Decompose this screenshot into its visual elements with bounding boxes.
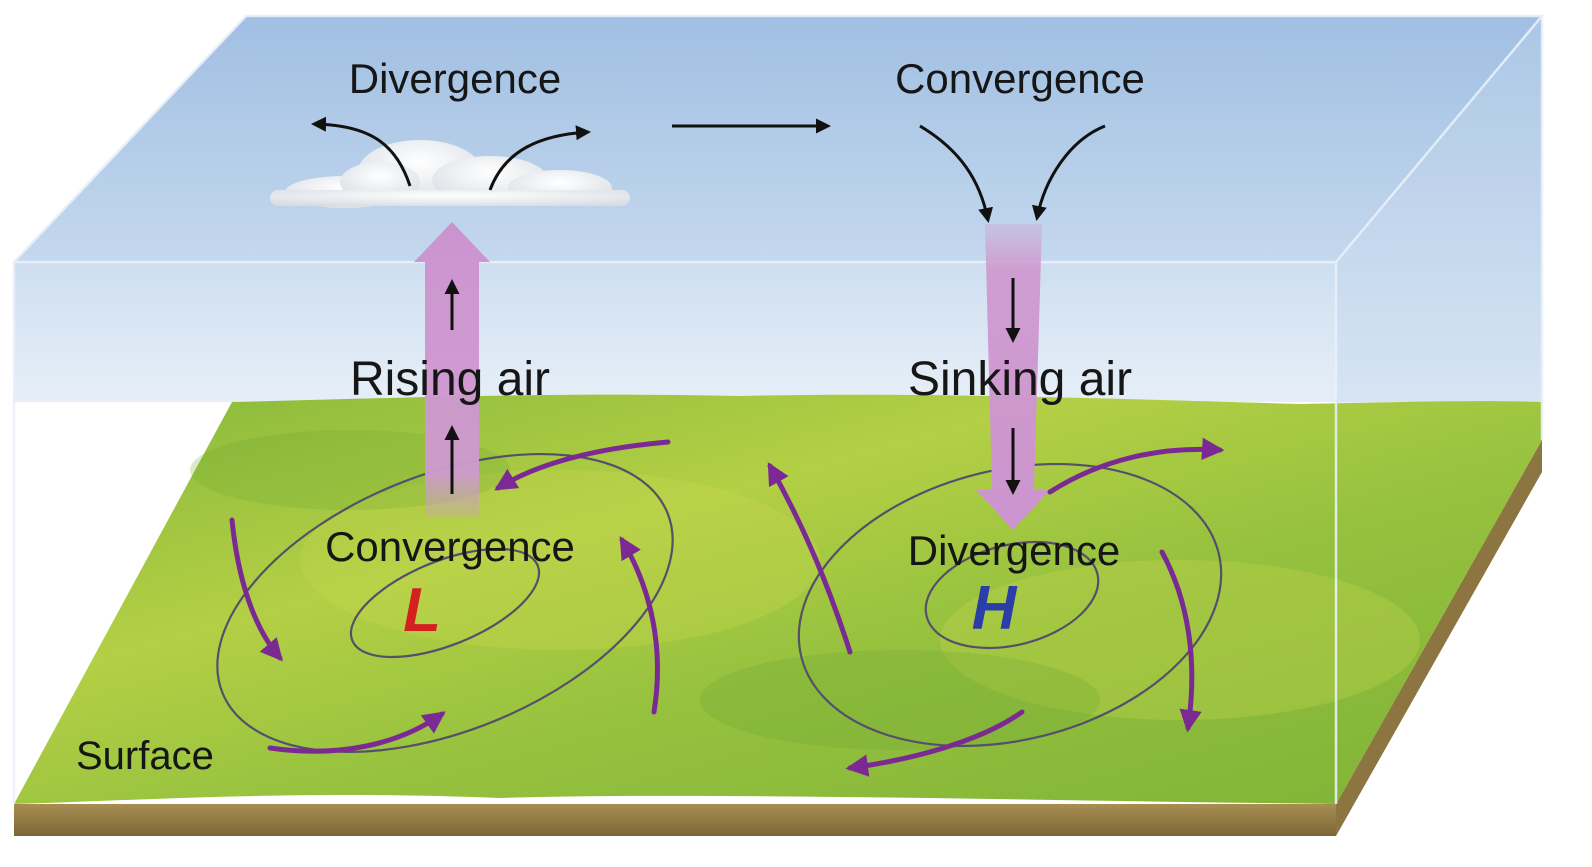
- low-wind-arrow-left: [229, 517, 283, 662]
- upper-flow-arrows: [311, 116, 1106, 223]
- convergence-arrow-left: [919, 124, 993, 223]
- convergence-arrow-right: [1032, 124, 1106, 221]
- box-edges: [11, 14, 1545, 804]
- cloud: [270, 140, 630, 208]
- high-wind-arrow-left: [767, 462, 853, 655]
- rising-air-label: Rising air: [349, 353, 551, 406]
- high-pressure-symbol: H: [971, 574, 1017, 643]
- low-wind-arrows: [229, 439, 671, 754]
- low-wind-arrow-bottom: [267, 711, 446, 754]
- soil-layer: [14, 440, 1542, 836]
- surface-divergence-label: Divergence: [907, 527, 1121, 574]
- sinking-air-label: Sinking air: [907, 353, 1133, 406]
- high-wind-arrow-top: [1047, 437, 1225, 495]
- sinking-air-column: [976, 224, 1050, 530]
- low-isobar-inner: [349, 547, 541, 659]
- low-pressure-symbol: L: [403, 576, 441, 645]
- high-wind-arrow-bottom: [845, 709, 1025, 777]
- low-wind-arrow-right: [619, 536, 660, 715]
- surface-label: Surface: [76, 734, 214, 778]
- air-box: [14, 16, 1542, 430]
- divergence-arrow-left: [311, 116, 412, 187]
- ground-surface: [14, 394, 1542, 804]
- surface-convergence-label: Convergence: [325, 523, 575, 570]
- low-wind-arrow-top: [494, 439, 671, 491]
- high-wind-arrow-right: [1159, 549, 1202, 733]
- divergence-arrow-right: [488, 125, 591, 191]
- aloft-divergence-label: Divergence: [348, 55, 562, 102]
- rising-air-column: [414, 222, 490, 518]
- low-isobar-outer: [216, 453, 674, 753]
- high-wind-arrows: [767, 437, 1225, 777]
- aloft-convergence-label: Convergence: [895, 55, 1145, 102]
- high-isobar-inner: [924, 540, 1100, 650]
- isobars: [216, 453, 1223, 753]
- high-isobar-outer: [797, 462, 1223, 748]
